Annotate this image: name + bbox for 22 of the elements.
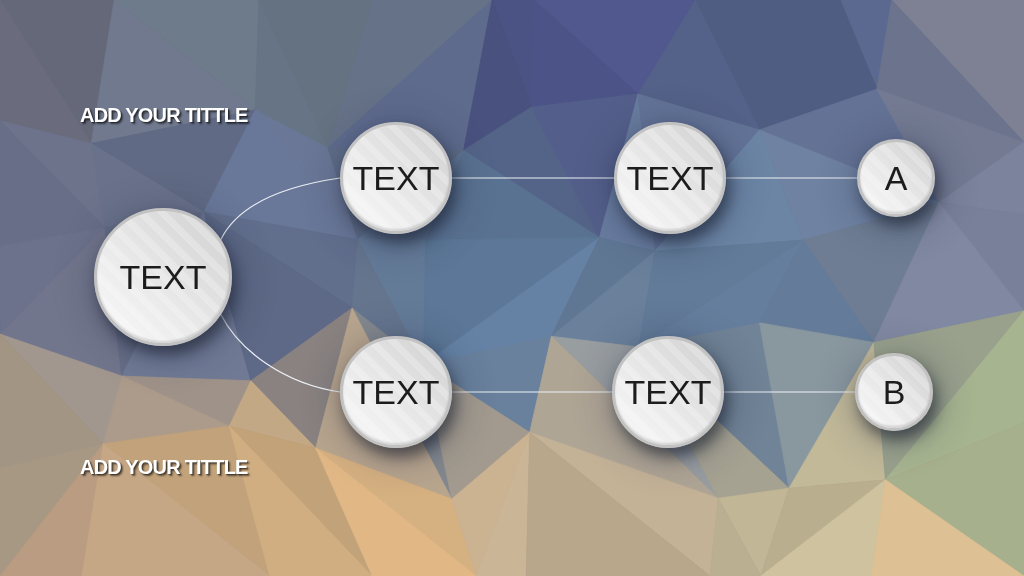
circle-node [857,139,935,217]
circle-node [340,336,452,448]
circle-node [340,122,452,234]
node-text: TEXT [626,161,714,195]
node-text: A [884,161,908,195]
connector-line [220,177,341,240]
connector-line [220,314,341,393]
node-text: TEXT [352,375,440,409]
circle-node [94,208,232,346]
connector-line [451,391,613,393]
circle-node [612,336,724,448]
node-text: TEXT [352,161,440,195]
connector-line [725,177,858,179]
circle-node [614,122,726,234]
node-text: TEXT [119,260,207,294]
node-text: TEXT [624,375,712,409]
title-label: ADD YOUR TITTLE [80,456,248,478]
connector-line [451,177,615,179]
node-text: B [882,375,906,409]
circle-node [855,353,933,431]
connector-line [723,391,856,393]
title-label: ADD YOUR TITTLE [80,104,248,126]
